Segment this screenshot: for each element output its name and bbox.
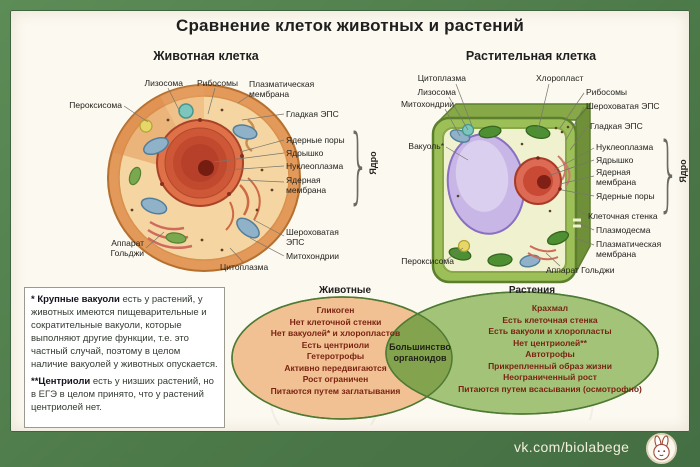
plant-label-rough-er: Шероховатая ЭПС <box>586 101 660 111</box>
venn-plants-title: Растения <box>508 285 556 296</box>
plant-label-nucleolus: Ядрышко <box>596 155 634 165</box>
venn-animals-title: Животные <box>318 285 372 296</box>
plant-label-nuclear-membrane: Ядерная мембрана <box>596 167 637 187</box>
footnote-centrioles-lead: **Центриоли <box>31 376 91 387</box>
venn-diagram <box>231 291 659 420</box>
footnote-centrioles-text: есть у низших растений, но в ЕГЭ в целом… <box>31 376 214 413</box>
venn-plants-list: Крахмал Есть клеточная стенка Есть вакуо… <box>452 303 648 395</box>
plant-label-nucleoplasm: Нуклеоплазма <box>596 142 654 152</box>
plant-label-lysosome: Лизосома <box>417 87 457 97</box>
animal-label-nuclear-pores: Ядерные поры <box>286 135 345 145</box>
footnote-centrioles: **Центриоли есть у низших растений, но в… <box>31 375 218 414</box>
footnote-vacuoles: * Крупные вакуоли есть у растений, у жив… <box>31 293 218 371</box>
watermark-url: vk.com/biolabege <box>514 439 630 455</box>
plant-label-chloroplast: Хлоропласт <box>536 73 584 83</box>
venn-animal-item: Есть центриоли <box>301 339 370 350</box>
plant-label-ribosomes: Рибосомы <box>586 87 628 97</box>
venn-plant-item: Нет центриолей** <box>513 337 587 348</box>
venn-animals-list: Гликоген Нет клеточной стенки Нет вакуол… <box>238 305 433 397</box>
venn-animal-item: Активно передвигаются <box>284 362 387 373</box>
rabbit-icon <box>653 435 670 461</box>
plant-label-peroxisome: Пероксисома <box>401 256 454 266</box>
venn-plant-item: Питаются путем всасывания (осмотрофно) <box>458 383 642 394</box>
animal-label-smooth-er: Гладкая ЭПС <box>286 109 339 119</box>
animal-label-rough-er: Шероховатая ЭПС <box>286 227 339 247</box>
animal-label-nucleoplasm: Нуклеоплазма <box>286 161 344 171</box>
plant-label-mitochondria: Митохондрии <box>400 99 454 109</box>
animal-label-mitochondria: Митохондрии <box>286 251 340 261</box>
venn-animal-item: Рост ограничен <box>302 374 369 384</box>
venn-animal-item: Нет клеточной стенки <box>289 316 382 327</box>
plant-cell-heading: Растительная клетка <box>465 49 597 63</box>
animal-label-plasma-membrane: Плазматическая мембрана <box>249 79 315 99</box>
plant-label-plasma-membrane: Плазматическая мембрана <box>596 239 662 259</box>
venn-plant-item: Автотрофы <box>525 349 575 359</box>
plant-label-golgi: Аппарат Гольджи <box>546 265 615 275</box>
animal-label-ribosomes: Рибосомы <box>197 78 239 88</box>
plant-label-cell-wall: Клеточная стенка <box>588 211 658 221</box>
venn-plant-item: Есть вакуоли и хлоропласты <box>488 326 612 336</box>
plant-label-vacuole: Вакуоль* <box>408 141 444 151</box>
venn-animal-item: Гликоген <box>316 305 355 315</box>
plant-label-smooth-er: Гладкая ЭПС <box>590 121 643 131</box>
footnote-vacuoles-lead: * Крупные вакуоли <box>31 294 120 305</box>
animal-label-nucleolus: Ядрышко <box>286 148 324 158</box>
venn-plant-item: Есть клеточная стенка <box>502 314 598 325</box>
animal-nucleus-brace: } <box>348 118 369 213</box>
animal-label-golgi: Аппарат Гольджи <box>110 238 144 258</box>
animal-label-nuclear-membrane: Ядерная мембрана <box>286 175 327 195</box>
venn-overlap-label: Большинство органоидов <box>389 342 451 363</box>
plant-label-nuclear-pores: Ядерные поры <box>596 191 655 201</box>
venn-animal-item: Гетеротрофы <box>306 351 365 361</box>
page-title: Сравнение клеток животных и растений <box>175 16 525 35</box>
footnote-vacuoles-text: есть у растений, у животных имеются пище… <box>31 294 218 370</box>
venn-plant-item: Неограниченный рост <box>503 372 597 382</box>
animal-label-cytoplasm: Цитоплазма <box>220 262 269 272</box>
plant-nucleus-brace: } <box>658 126 679 221</box>
footnote-box: * Крупные вакуоли есть у растений, у жив… <box>24 287 225 428</box>
venn-animal-item: Нет вакуолей* и хлоропластов <box>270 328 401 338</box>
plant-label-cytoplasm: Цитоплазма <box>417 73 466 83</box>
plant-cell-illustration <box>431 102 592 284</box>
venn-plant-item: Прикрепленный образ жизни <box>488 360 612 371</box>
rabbit-logo-badge <box>646 433 677 464</box>
venn-animal-item: Питаются путем заглатывания <box>270 385 401 396</box>
animal-label-lysosome: Лизосома <box>144 78 184 88</box>
animal-label-nucleus: Ядро <box>368 151 378 175</box>
animal-label-peroxisome: Пероксисома <box>69 100 122 110</box>
plant-label-plasmodesma: Плазмодесма <box>596 225 651 235</box>
animal-cell-heading: Животная клетка <box>153 49 259 63</box>
plant-label-nucleus: Ядро <box>678 159 688 183</box>
venn-plant-item: Крахмал <box>531 303 569 313</box>
